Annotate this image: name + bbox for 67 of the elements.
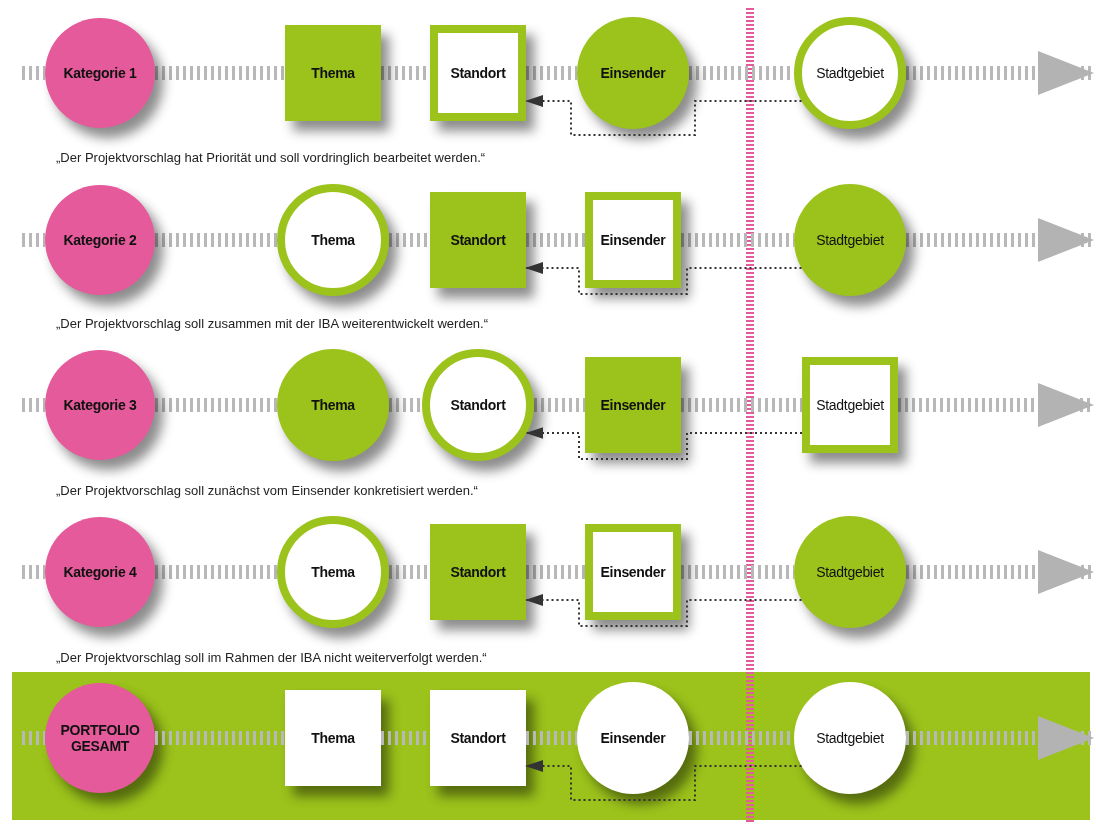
criterion-square	[285, 25, 381, 121]
node-label: Einsender	[600, 64, 666, 82]
node-label: Thema	[311, 563, 355, 581]
highlight-band	[12, 672, 1090, 820]
node-label: Thema	[311, 729, 355, 747]
node-label: Einsender	[600, 231, 666, 249]
node-label: Stadtgebiet	[816, 729, 884, 747]
dotted-arrow	[525, 95, 803, 136]
node-label: Kategorie 3	[62, 396, 138, 414]
node-label: Standort	[450, 729, 506, 747]
timeline-segment	[22, 731, 45, 745]
quote-text: „Der Projektvorschlag soll zunächst vom Einsender konkretisiert werden.“	[56, 483, 478, 498]
timeline-segment	[155, 398, 277, 412]
timeline-segment	[22, 233, 45, 247]
node-label: Standort	[450, 64, 506, 82]
timeline-arrow	[898, 383, 1094, 427]
node-label: Stadtgebiet	[816, 231, 884, 249]
node-label: Thema	[311, 64, 355, 82]
dotted-arrow	[525, 262, 803, 295]
node-label: Kategorie 1	[62, 64, 138, 82]
node-label: Standort	[450, 563, 506, 581]
criterion-square	[585, 357, 681, 453]
quote-text: „Der Projektvorschlag soll zusammen mit der IBA weiterentwickelt werden.“	[56, 316, 489, 331]
node-label: Einsender	[600, 729, 666, 747]
criterion-square	[802, 357, 898, 453]
node-label: Stadtgebiet	[816, 396, 884, 414]
timeline-arrow	[906, 550, 1094, 594]
timeline-segment	[681, 565, 794, 579]
timeline-arrow	[906, 51, 1094, 95]
timeline-segment	[22, 398, 45, 412]
timeline-segment	[22, 66, 45, 80]
timeline-segment	[155, 731, 285, 745]
timeline-segment	[681, 233, 794, 247]
dotted-arrow	[525, 760, 803, 801]
node-label: Thema	[311, 396, 355, 414]
criterion-square	[585, 524, 681, 620]
node-label: Einsender	[600, 563, 666, 581]
node-label: Thema	[311, 231, 355, 249]
timeline-segment	[22, 565, 45, 579]
dotted-arrow	[525, 594, 803, 627]
criterion-square	[585, 192, 681, 288]
timeline-segment	[389, 398, 422, 412]
node-label: Kategorie 4	[62, 563, 138, 581]
timeline-segment	[155, 565, 277, 579]
node-label: Kategorie 2	[62, 231, 138, 249]
dotted-arrow	[525, 427, 803, 460]
quote-text: „Der Projektvorschlag soll im Rahmen der IBA nicht weiterverfolgt werden.“	[56, 650, 487, 665]
timeline-segment	[389, 565, 430, 579]
criterion-square	[430, 25, 526, 121]
timeline-segment	[681, 398, 802, 412]
criterion-square	[285, 690, 381, 786]
timeline-segment	[155, 233, 277, 247]
node-label: Stadtgebiet	[816, 563, 884, 581]
node-label: Stadtgebiet	[816, 64, 884, 82]
timeline-arrow	[906, 218, 1094, 262]
timeline-segment	[155, 66, 285, 80]
node-label: Standort	[450, 396, 506, 414]
criterion-square	[430, 192, 526, 288]
criterion-square	[430, 524, 526, 620]
timeline-segment	[389, 233, 430, 247]
node-label: Einsender	[600, 396, 666, 414]
node-label: PORTFOLIO GESAMT	[60, 721, 140, 755]
quote-text: „Der Projektvorschlag hat Priorität und soll vordringlich bearbeitet werden.“	[56, 150, 486, 165]
timeline-arrow	[906, 716, 1094, 760]
criterion-square	[430, 690, 526, 786]
node-label: Standort	[450, 231, 506, 249]
timeline-segment	[526, 66, 577, 80]
